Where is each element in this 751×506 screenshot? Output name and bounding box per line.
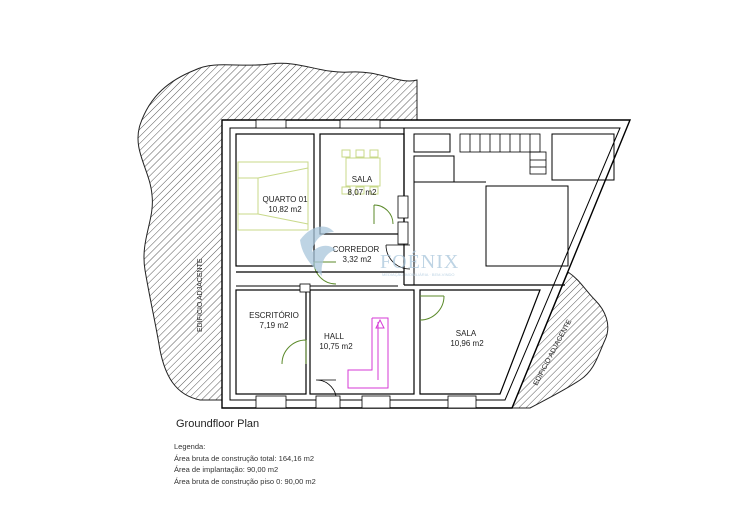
watermark-name: FOÉNIX	[380, 250, 459, 273]
legend-line-total: Área bruta de construção total: 164,16 m…	[174, 453, 315, 463]
corredor-name: CORREDOR	[333, 245, 380, 254]
watermark-tagline: MEDIAÇÃO IMOBILIÁRIA · BEM-VINDO	[382, 272, 454, 277]
legend-line-piso0: Área bruta de construção piso 0: 90,00 m…	[174, 476, 316, 486]
sala-right-name: SALA	[456, 329, 477, 338]
escritorio-name: ESCRITÓRIO	[249, 311, 299, 320]
watermark-logo: FOÉNIX MEDIAÇÃO IMOBILIÁRIA · BEM-VINDO	[300, 226, 459, 277]
legend: Legenda: Área bruta de construção total:…	[174, 441, 316, 487]
inner-wall-outline	[229, 127, 621, 401]
hall-area: 10,75 m2	[319, 342, 353, 351]
adjacent-building-right	[511, 271, 609, 409]
staircase	[347, 317, 389, 389]
plan-title: Groundfloor Plan	[176, 418, 260, 430]
dining-table	[341, 149, 381, 195]
door-escritorio	[281, 339, 307, 365]
phoenix-logo-icon	[300, 226, 336, 276]
bed-furniture	[237, 161, 309, 231]
door-corredor	[385, 244, 411, 270]
room-quarto	[235, 133, 315, 267]
sala-top-name: SALA	[352, 175, 373, 184]
sala-right-area: 10,96 m2	[450, 339, 484, 348]
door-sala-top	[373, 204, 394, 225]
escritorio-area: 7,19 m2	[260, 321, 289, 330]
hall-name: HALL	[324, 332, 345, 341]
sala-top-area: 8,07 m2	[348, 188, 377, 197]
windows-top	[255, 119, 381, 293]
room-sala-right	[419, 289, 541, 395]
door-entrance	[315, 379, 337, 397]
adjacent-left-label: EDIFICIO ADJACENTE	[197, 258, 204, 332]
door-sala-right	[419, 295, 445, 321]
windows-bottom	[255, 395, 477, 409]
legend-line-implantacao: Área de implantação: 90,00 m2	[174, 465, 279, 474]
quarto-area: 10,82 m2	[268, 205, 302, 214]
room-hall	[309, 289, 415, 395]
corredor-area: 3,32 m2	[343, 255, 372, 264]
quarto-name: QUARTO 01	[262, 195, 308, 204]
outer-walls	[221, 119, 632, 409]
legend-heading: Legenda:	[174, 442, 206, 451]
stairs-upper	[459, 133, 547, 175]
adjacent-building-left	[137, 62, 418, 401]
